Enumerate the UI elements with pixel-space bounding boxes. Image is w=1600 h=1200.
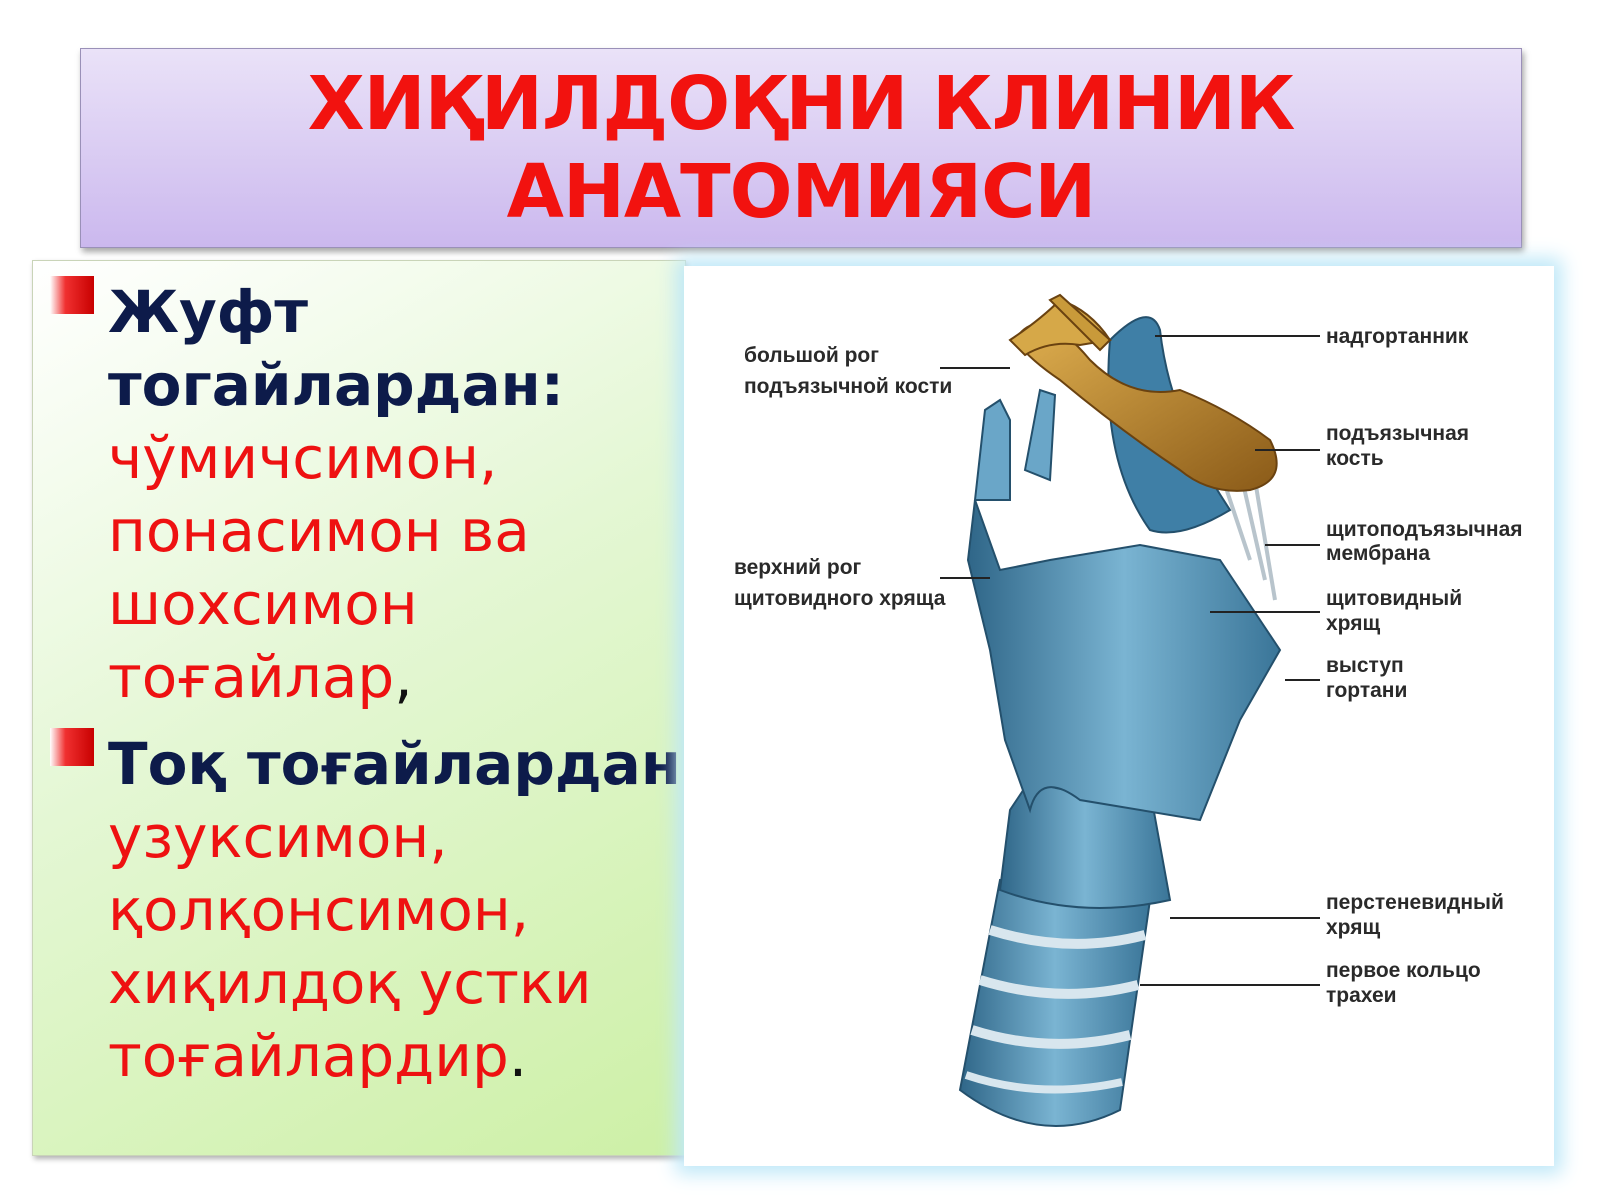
thyroid-cartilage-shape	[966, 499, 1282, 822]
bullet-2-item-line-4: тоғайлардир	[108, 1022, 509, 1090]
bullet-marker-2	[50, 728, 94, 766]
label-superior-horn-1: верхний рог	[734, 556, 862, 579]
bullet-1-item-line-2: понасимон ва	[108, 497, 530, 565]
label-cricoid-1: перстеневидный	[1326, 891, 1504, 914]
label-cricoid-2: хрящ	[1326, 916, 1380, 939]
greater-horn-shape	[1008, 298, 1112, 357]
hyoid-bone-shape	[1013, 323, 1278, 492]
label-thyroid-1: щитовидный	[1326, 587, 1462, 610]
label-hyoid-1: подъязычная	[1326, 422, 1469, 445]
label-prominence-2: гортани	[1326, 679, 1407, 702]
trachea-shape	[958, 878, 1152, 1127]
bullet-2-item-line-1: узуксимон,	[108, 803, 448, 871]
label-greater-horn-2: подъязычной кости	[744, 375, 952, 398]
label-thyrohyoid-2: мембрана	[1326, 542, 1430, 565]
bullet-1-heading-line-1: Жуфт	[108, 278, 308, 346]
bullet-1-heading-punct: :	[540, 351, 564, 419]
bullet-2-item-punct: .	[508, 1022, 528, 1090]
text-panel	[32, 260, 686, 1156]
bullet-1-item-punct: ,	[394, 643, 413, 711]
label-thyrohyoid-1: щитоподъязычная	[1326, 518, 1523, 541]
label-prominence-1: выступ	[1326, 654, 1404, 677]
label-trachea-2: трахеи	[1326, 984, 1397, 1007]
bullet-1-item-line-1: чўмичсимон,	[108, 424, 498, 492]
label-trachea-1: первое кольцо	[1326, 959, 1481, 982]
bullet-1-text: Жуфт тогайлардан: чўмичсимон, понасимон …	[108, 276, 564, 714]
bullet-marker-1	[50, 276, 94, 314]
greater-horn-shape-2	[1048, 293, 1112, 352]
bullet-1-heading-line-2: тогайлардан	[108, 351, 541, 419]
slide-title-line-2: АНАТОМИЯСИ	[506, 149, 1097, 235]
bullet-2-item-line-3: хиқилдоқ устки	[108, 949, 592, 1017]
bullet-1-item-line-3: шохсимон	[108, 570, 418, 638]
label-greater-horn-1: большой рог	[744, 344, 879, 367]
bullet-1-item-line-4: тоғайлар	[108, 643, 395, 711]
label-superior-horn-2: щитовидного хряща	[734, 587, 946, 610]
bullet-2-heading: Тоқ тоғайлардан:	[108, 730, 705, 798]
superior-horn-shape	[973, 398, 1011, 501]
slide-title-box: ХИҚИЛДОҚНИ КЛИНИК АНАТОМИЯСИ	[80, 48, 1522, 248]
leader-lines	[940, 335, 1320, 986]
bullet-2-text: Тоқ тоғайлардан: узуксимон, қолқонсимон,…	[108, 728, 704, 1093]
label-epiglottis: надгортанник	[1326, 325, 1469, 348]
label-hyoid-2: кость	[1326, 447, 1384, 470]
superior-horn-shape-2	[1023, 388, 1057, 482]
label-thyroid-2: хрящ	[1326, 612, 1380, 635]
bullet-2-item-line-2: қолқонсимон,	[108, 876, 530, 944]
slide-title-line-1: ХИҚИЛДОҚНИ КЛИНИК	[307, 61, 1296, 147]
